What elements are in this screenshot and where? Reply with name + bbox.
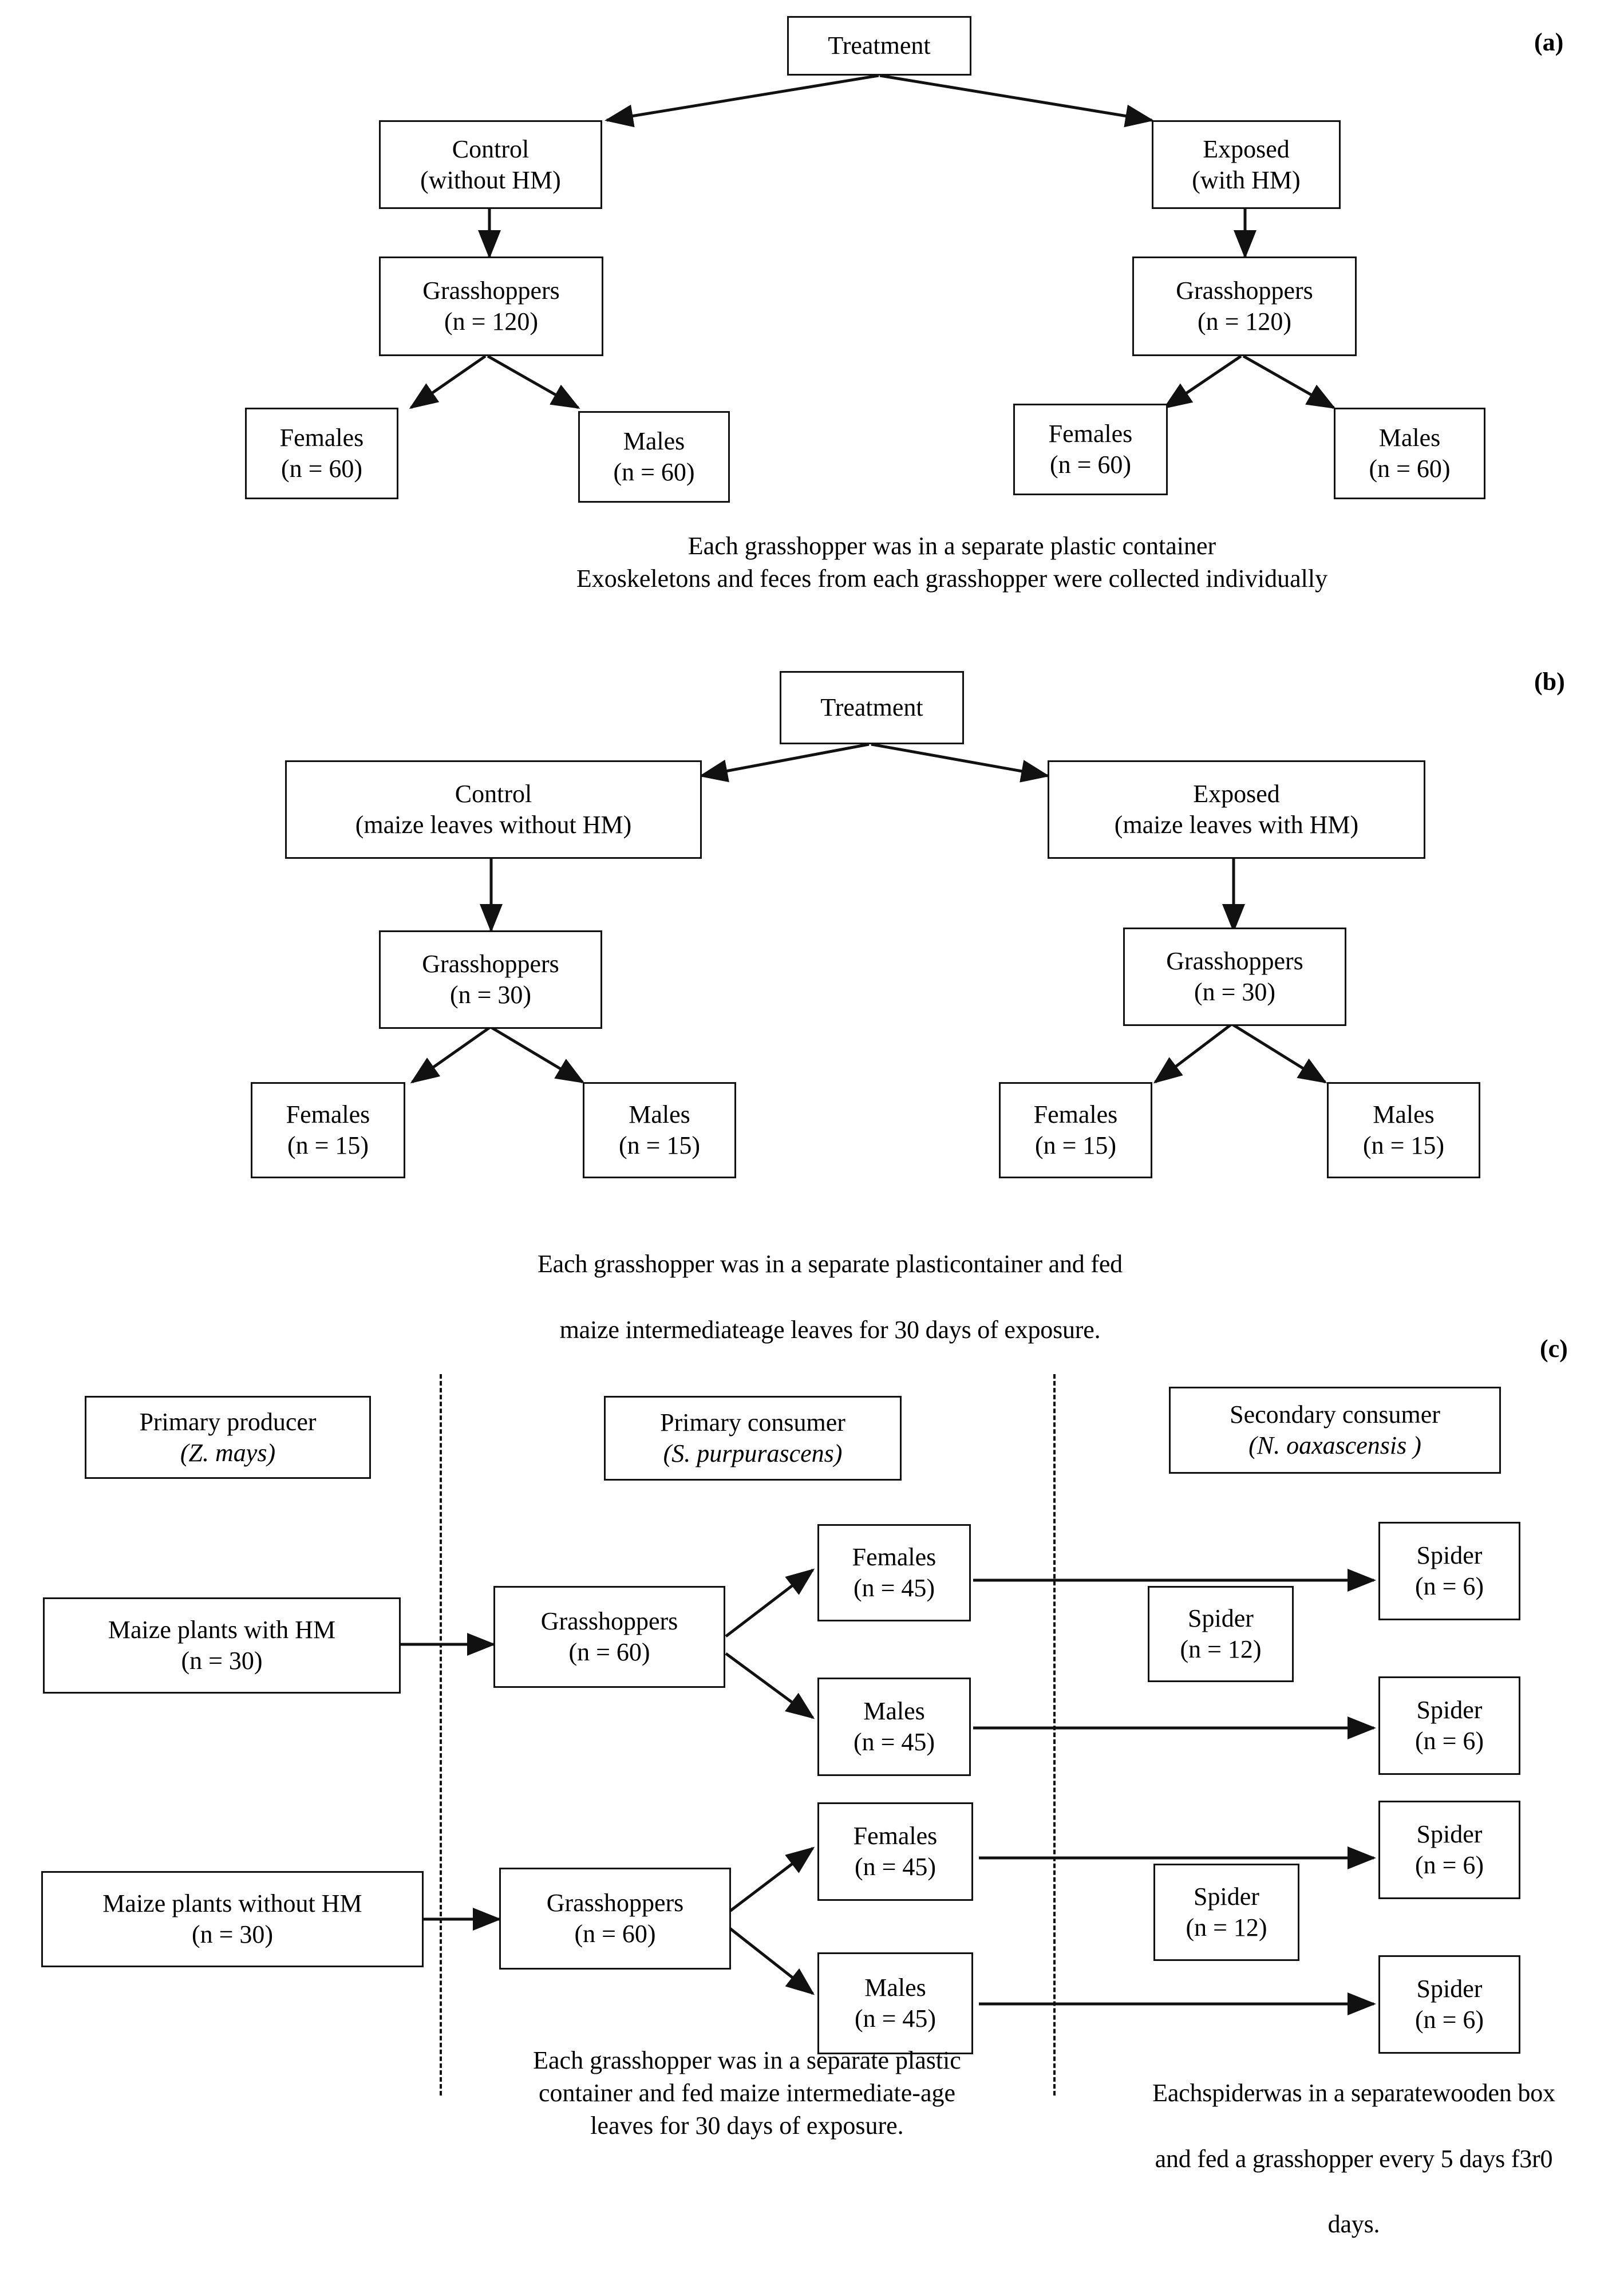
- node-b-exposed-females: Females (n = 15): [999, 1082, 1152, 1178]
- arrow-a-treatment-to-control: [604, 74, 879, 128]
- panel-letter-a: (a): [1534, 28, 1564, 56]
- node-c-females-without-hm: Females (n = 45): [817, 1802, 973, 1901]
- caption-panel-b-line2: maize intermediateage leaves for 30 days…: [559, 1315, 1101, 1344]
- node-a-control-males: Males (n = 60): [578, 411, 730, 503]
- panel-letter-b: (b): [1534, 668, 1565, 696]
- node-c-maize-without-hm: Maize plants without HM (n = 30): [41, 1871, 424, 1967]
- caption-panel-c-right-line2: and fed a grasshopper every 5 days f3r0: [1155, 2144, 1553, 2173]
- node-c-spider-males-with-hm: Spider (n = 6): [1378, 1676, 1520, 1775]
- arrow-c-grasshoppers-with-to-females: [725, 1568, 815, 1637]
- node-b-exposed-males: Males (n = 15): [1327, 1082, 1480, 1178]
- node-c-females-with-hm: Females (n = 45): [817, 1524, 971, 1621]
- node-a-treatment: Treatment: [787, 16, 971, 76]
- arrow-c-grasshoppers-with-to-males: [725, 1652, 815, 1719]
- node-b-exposed-grasshoppers: Grasshoppers (n = 30): [1123, 928, 1346, 1026]
- arrow-b-treatment-to-exposed: [871, 743, 1050, 783]
- arrow-b-treatment-to-control: [699, 743, 870, 783]
- node-c-grasshoppers-without-hm: Grasshoppers (n = 60): [499, 1868, 731, 1970]
- node-a-exposed: Exposed (with HM): [1152, 120, 1341, 209]
- caption-panel-b-line1: Each grasshopper was in a separate plast…: [538, 1250, 1123, 1278]
- arrow-c-grasshoppers-without-to-females: [729, 1846, 815, 1912]
- node-c-spider-females-with-hm: Spider (n = 6): [1378, 1522, 1520, 1620]
- node-b-exposed: Exposed (maize leaves with HM): [1048, 760, 1425, 859]
- arrow-b-control-grasshoppers-to-males: [491, 1026, 585, 1084]
- arrow-a-treatment-to-exposed: [879, 74, 1154, 128]
- node-c-spider-females-without-hm: Spider (n = 6): [1378, 1801, 1520, 1899]
- node-c-header-secondary-consumer: Secondary consumer (N. oaxascensis ): [1169, 1387, 1501, 1474]
- node-b-treatment: Treatment: [780, 671, 964, 744]
- arrow-b-control-grasshoppers-to-females: [410, 1026, 491, 1084]
- trophic-divider-left: [440, 1374, 442, 2096]
- node-a-control: Control (without HM): [379, 120, 602, 209]
- arrow-a-exposed-grasshoppers-to-males: [1242, 354, 1336, 409]
- arrow-a-control-grasshoppers-to-males: [487, 354, 580, 409]
- caption-panel-b: Each grasshopper was in a separate plast…: [401, 1215, 1259, 1379]
- caption-panel-c-left: Each grasshopper was in a separate plast…: [533, 2046, 961, 2140]
- node-c-males-without-hm: Males (n = 45): [817, 1952, 973, 2054]
- node-a-control-grasshoppers: Grasshoppers (n = 120): [379, 256, 603, 356]
- node-b-control-males: Males (n = 15): [583, 1082, 736, 1178]
- node-b-control: Control (maize leaves without HM): [285, 760, 702, 859]
- node-a-control-females: Females (n = 60): [245, 408, 398, 499]
- trophic-divider-right: [1053, 1374, 1056, 2096]
- node-c-spider-pool-without-hm: Spider (n = 12): [1153, 1864, 1299, 1961]
- arrow-c-grasshoppers-without-to-males: [729, 1927, 815, 1995]
- node-c-maize-with-hm: Maize plants with HM (n = 30): [43, 1597, 401, 1694]
- arrow-b-exposed-grasshoppers-to-females: [1153, 1024, 1232, 1084]
- caption-panel-c-right-line1: Eachspiderwas in a separatewooden box: [1152, 2079, 1555, 2108]
- arrow-a-control-grasshoppers-to-females: [409, 354, 487, 409]
- node-b-control-grasshoppers: Grasshoppers (n = 30): [379, 930, 602, 1029]
- caption-panel-c-right-line3: days.: [1327, 2209, 1380, 2238]
- node-c-header-primary-producer: Primary producer (Z. mays): [85, 1396, 371, 1479]
- node-c-spider-males-without-hm: Spider (n = 6): [1378, 1955, 1520, 2054]
- node-c-males-with-hm: Males (n = 45): [817, 1678, 971, 1776]
- caption-panel-a: Each grasshopper was in a separate plast…: [576, 532, 1328, 593]
- node-c-spider-pool-with-hm: Spider (n = 12): [1148, 1586, 1294, 1682]
- node-b-control-females: Females (n = 15): [251, 1082, 405, 1178]
- node-c-grasshoppers-with-hm: Grasshoppers (n = 60): [493, 1586, 725, 1688]
- node-c-header-primary-consumer: Primary consumer (S. purpurascens): [604, 1396, 902, 1481]
- node-a-exposed-males: Males (n = 60): [1334, 408, 1485, 499]
- caption-panel-c-right: Eachspiderwas in a separatewooden box an…: [1088, 2044, 1620, 2273]
- arrow-b-exposed-grasshoppers-to-males: [1232, 1023, 1327, 1084]
- panel-letter-c: (c): [1540, 1335, 1568, 1363]
- arrow-a-exposed-grasshoppers-to-females: [1163, 354, 1242, 409]
- node-a-exposed-females: Females (n = 60): [1013, 404, 1168, 495]
- node-a-exposed-grasshoppers: Grasshoppers (n = 120): [1132, 256, 1357, 356]
